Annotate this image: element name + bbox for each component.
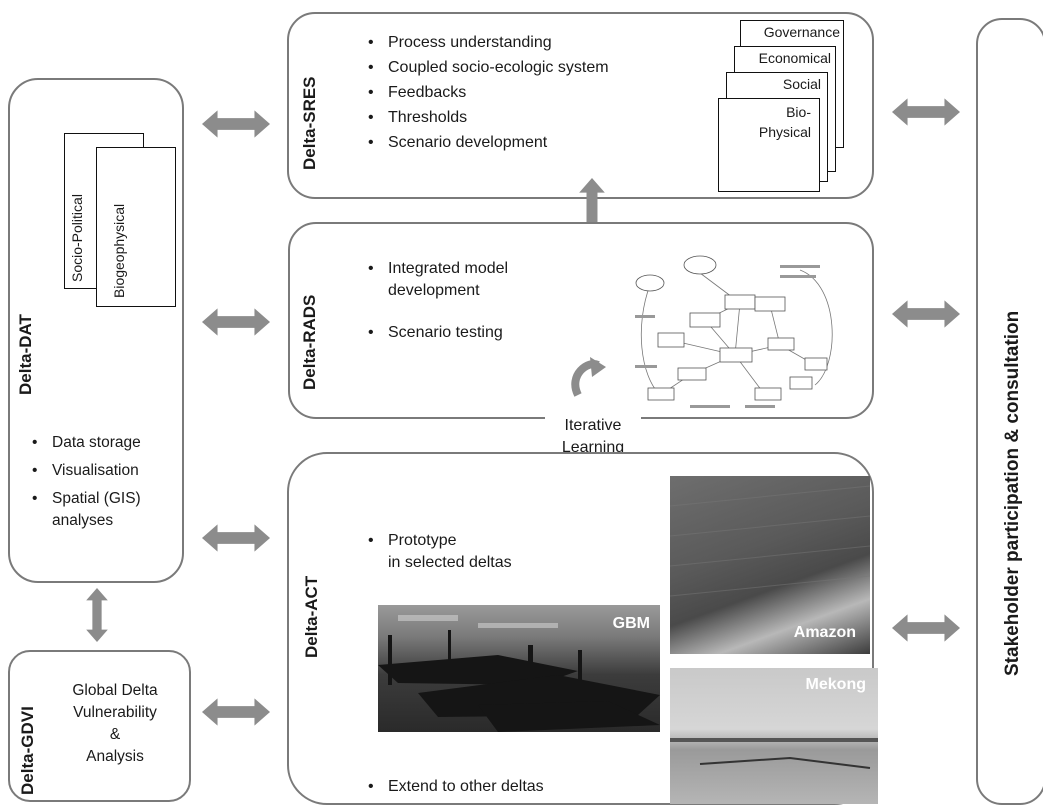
mekong-caption: Mekong [805, 676, 866, 693]
layer-economical-label: Economical [758, 50, 831, 66]
rads-bullet-integrated: Integrated model development [366, 258, 586, 302]
dat-rads-arrow [202, 308, 270, 336]
dat-bullets: Data storage Visualisation Spatial (GIS)… [30, 432, 180, 538]
sres-bullet-scenario: Scenario development [366, 132, 696, 154]
act-bullet-prototype: Prototype in selected deltas [366, 530, 566, 574]
sres-bullet-thresholds: Thresholds [366, 107, 696, 129]
dat-bullet-data-storage: Data storage [30, 432, 180, 454]
layer-biophysical-label: Bio- Physical [758, 104, 811, 140]
dat-sres-arrow [202, 110, 270, 138]
stakeholder-box [976, 18, 1043, 805]
sres-stakeholder-arrow [892, 98, 960, 126]
biogeophysical-card: Biogeophysical [96, 147, 176, 307]
sres-bullet-coupled: Coupled socio-ecologic system [366, 57, 696, 79]
mekong-photo: Mekong [670, 668, 878, 804]
rads-bullet-scenario-testing: Scenario testing [366, 322, 586, 344]
delta-gdvi-title: Delta-GDVI [18, 706, 37, 795]
amazon-caption: Amazon [793, 624, 856, 641]
dat-act-arrow [202, 524, 270, 552]
rads-stakeholder-arrow [892, 300, 960, 328]
act-bullet-prototype-list: Prototype in selected deltas [366, 530, 566, 580]
sres-bullet-process: Process understanding [366, 32, 696, 54]
act-bullet-extend-list: Extend to other deltas [366, 776, 586, 804]
layer-biophysical: Bio- Physical [718, 98, 820, 192]
layer-governance-label: Governance [763, 24, 840, 40]
delta-act-title: Delta-ACT [302, 575, 321, 658]
iterative-arrow-top-icon [571, 357, 606, 397]
dat-gdvi-arrow [83, 588, 111, 642]
layer-social-label: Social [782, 76, 821, 92]
dat-bullet-visualisation: Visualisation [30, 460, 180, 482]
gdvi-text: Global Delta Vulnerability & Analysis [72, 682, 158, 765]
gbm-photo: GBM [378, 605, 660, 732]
delta-rads-box [288, 222, 874, 419]
stakeholder-title: Stakeholder participation & consultation [1002, 310, 1023, 676]
delta-gdvi-box [8, 650, 191, 802]
iterative-learning-label: Iterative Learning [545, 415, 641, 459]
delta-sres-title: Delta-SRES [300, 76, 319, 170]
amazon-photo: Amazon [670, 476, 870, 654]
biogeophysical-label: Biogeophysical [111, 203, 127, 298]
sres-bullets: Process understanding Coupled socio-ecol… [366, 32, 696, 157]
act-bullet-extend: Extend to other deltas [366, 776, 586, 798]
act-stakeholder-arrow [892, 614, 960, 642]
delta-dat-title: Delta-DAT [16, 314, 35, 395]
gdvi-act-arrow [202, 698, 270, 726]
socio-political-label: Socio-Political [69, 194, 85, 282]
rads-bullets: Integrated model development Scenario te… [366, 258, 586, 350]
gbm-caption: GBM [612, 615, 650, 632]
integrated-model-diagram [635, 255, 833, 408]
dat-bullet-spatial: Spatial (GIS) analyses [30, 488, 180, 532]
delta-rads-title: Delta-RADS [300, 294, 319, 390]
sres-bullet-feedbacks: Feedbacks [366, 82, 696, 104]
